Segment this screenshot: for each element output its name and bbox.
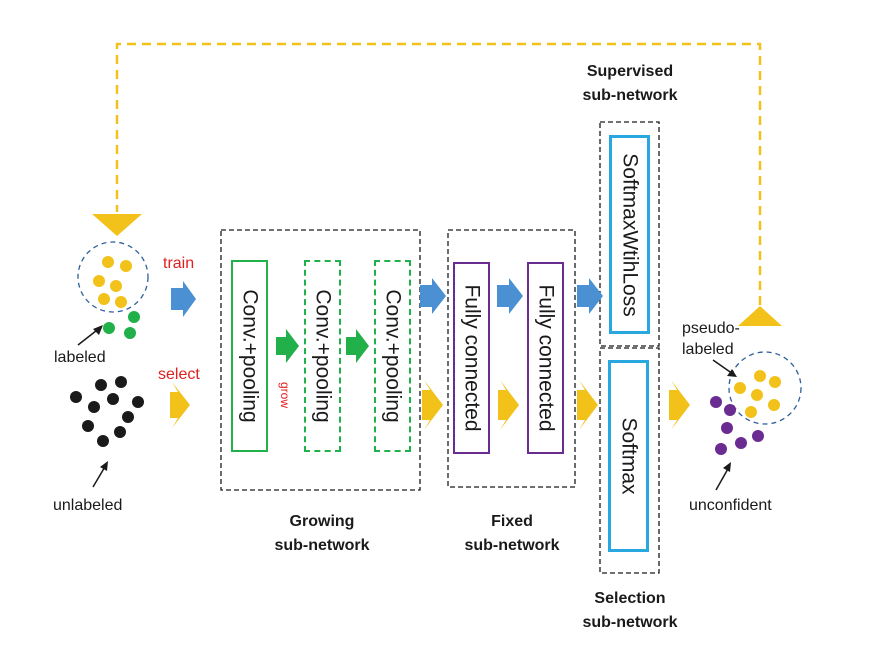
softmax-with-loss-label: SoftmaxWtihLoss bbox=[618, 152, 642, 317]
selection-title-line1: Selection bbox=[594, 590, 666, 607]
unlabeled-dot bbox=[107, 393, 119, 405]
selection-title-line2: sub-network bbox=[582, 614, 678, 631]
green-dots bbox=[103, 311, 140, 339]
unlabeled-dot bbox=[70, 391, 82, 403]
feedback-loop-arrowhead bbox=[92, 214, 142, 236]
unlabeled-dots bbox=[70, 376, 144, 447]
pseudo-labeled-dot bbox=[745, 406, 757, 418]
conv-pooling-label-2: Conv.+pooling bbox=[311, 289, 335, 423]
unlabeled-dot bbox=[114, 426, 126, 438]
pseudo-labeled-dots bbox=[734, 370, 781, 418]
pseudo-labeled-pool-circle bbox=[728, 351, 802, 425]
gold-arrow-fc-fc bbox=[498, 380, 519, 430]
unlabeled-dot bbox=[82, 420, 94, 432]
unlabeled-dot bbox=[115, 376, 127, 388]
growing-subnetwork-title: Growing sub-network bbox=[252, 510, 392, 558]
unlabeled-dot bbox=[88, 401, 100, 413]
unlabeled-dot bbox=[95, 379, 107, 391]
pseudo-labeled-pointer bbox=[712, 359, 734, 375]
pseudo-labeled-dot bbox=[769, 376, 781, 388]
unconfident-dot bbox=[710, 396, 722, 408]
gold-arrow-conv-fc bbox=[422, 380, 443, 430]
pseudo-labeled-up-arrow bbox=[738, 306, 782, 326]
conv-pooling-label-1: Conv.+pooling bbox=[238, 289, 262, 423]
pseudo-labeled-dot bbox=[754, 370, 766, 382]
select-label: select bbox=[158, 366, 200, 383]
blue-arrow-conv-fc bbox=[420, 278, 446, 314]
unlabeled-dot bbox=[97, 435, 109, 447]
fully-connected-box-2: Fully connected bbox=[527, 262, 564, 454]
train-arrow bbox=[171, 281, 196, 317]
pseudo-labeled-label-line2: labeled bbox=[682, 341, 734, 358]
fully-connected-box-1: Fully connected bbox=[453, 262, 490, 454]
select-arrow bbox=[170, 382, 190, 428]
labeled-pool-circle bbox=[77, 241, 149, 313]
fixed-title-line1: Fixed bbox=[491, 513, 533, 530]
fixed-subnetwork-title: Fixed sub-network bbox=[442, 510, 582, 558]
supervised-title-line1: Supervised bbox=[586, 63, 674, 80]
labeled-dots bbox=[93, 256, 132, 308]
unlabeled-dot bbox=[122, 411, 134, 423]
pseudo-labeled-dot bbox=[734, 382, 746, 394]
selection-subnetwork-outline bbox=[599, 347, 660, 574]
labeled-dot bbox=[120, 260, 132, 272]
unconfident-dots bbox=[710, 396, 764, 455]
blue-arrow-fc-loss bbox=[577, 278, 603, 314]
labeled-dot bbox=[110, 280, 122, 292]
fixed-title-line2: sub-network bbox=[464, 537, 560, 554]
growing-title-line2: sub-network bbox=[274, 537, 370, 554]
pseudo-labeled-dot bbox=[751, 389, 763, 401]
green-dot bbox=[124, 327, 136, 339]
selection-subnetwork-title: Selection sub-network bbox=[560, 587, 700, 635]
labeled-dot bbox=[93, 275, 105, 287]
green-dot bbox=[103, 322, 115, 334]
grow-arrow-2 bbox=[346, 329, 369, 363]
conv-pooling-box-2: Conv.+pooling bbox=[304, 260, 341, 452]
unlabeled-dot bbox=[132, 396, 144, 408]
softmax-with-loss-box: SoftmaxWtihLoss bbox=[609, 135, 650, 334]
unconfident-dot bbox=[721, 422, 733, 434]
train-label: train bbox=[163, 255, 195, 272]
gold-arrow-fc-softmax bbox=[577, 380, 598, 430]
supervised-title-line2: sub-network bbox=[582, 87, 678, 104]
grow-arrow-1 bbox=[276, 329, 299, 363]
labeled-dot bbox=[98, 293, 110, 305]
fully-connected-label-2: Fully connected bbox=[534, 284, 558, 432]
fully-connected-label-1: Fully connected bbox=[460, 284, 484, 432]
pseudo-labeled-dot bbox=[768, 399, 780, 411]
supervised-subnetwork-title: Supervised sub-network bbox=[560, 60, 700, 108]
unconfident-label: unconfident bbox=[689, 497, 772, 514]
softmax-label: Softmax bbox=[617, 417, 641, 495]
labeled-dot bbox=[115, 296, 127, 308]
green-dot bbox=[128, 311, 140, 323]
growing-subnetwork-outline bbox=[220, 229, 421, 491]
growing-title-line1: Growing bbox=[289, 513, 355, 530]
softmax-box: Softmax bbox=[608, 360, 649, 552]
unconfident-dot bbox=[735, 437, 747, 449]
labeled-label: labeled bbox=[54, 349, 106, 366]
unlabeled-label: unlabeled bbox=[53, 497, 123, 514]
labeled-dot bbox=[102, 256, 114, 268]
gold-arrow-softmax-out bbox=[669, 380, 690, 430]
pseudo-labeled-label-line1: pseudo- bbox=[682, 320, 740, 337]
supervised-subnetwork-outline bbox=[599, 121, 660, 347]
grow-label: grow bbox=[278, 381, 293, 409]
unconfident-dot bbox=[724, 404, 736, 416]
unconfident-pointer bbox=[715, 466, 730, 491]
conv-pooling-box-1: Conv.+pooling bbox=[231, 260, 268, 452]
unconfident-dot bbox=[715, 443, 727, 455]
blue-arrow-fc-fc bbox=[497, 278, 523, 314]
conv-pooling-box-3: Conv.+pooling bbox=[374, 260, 411, 452]
unconfident-dot bbox=[752, 430, 764, 442]
conv-pooling-label-3: Conv.+pooling bbox=[381, 289, 405, 423]
